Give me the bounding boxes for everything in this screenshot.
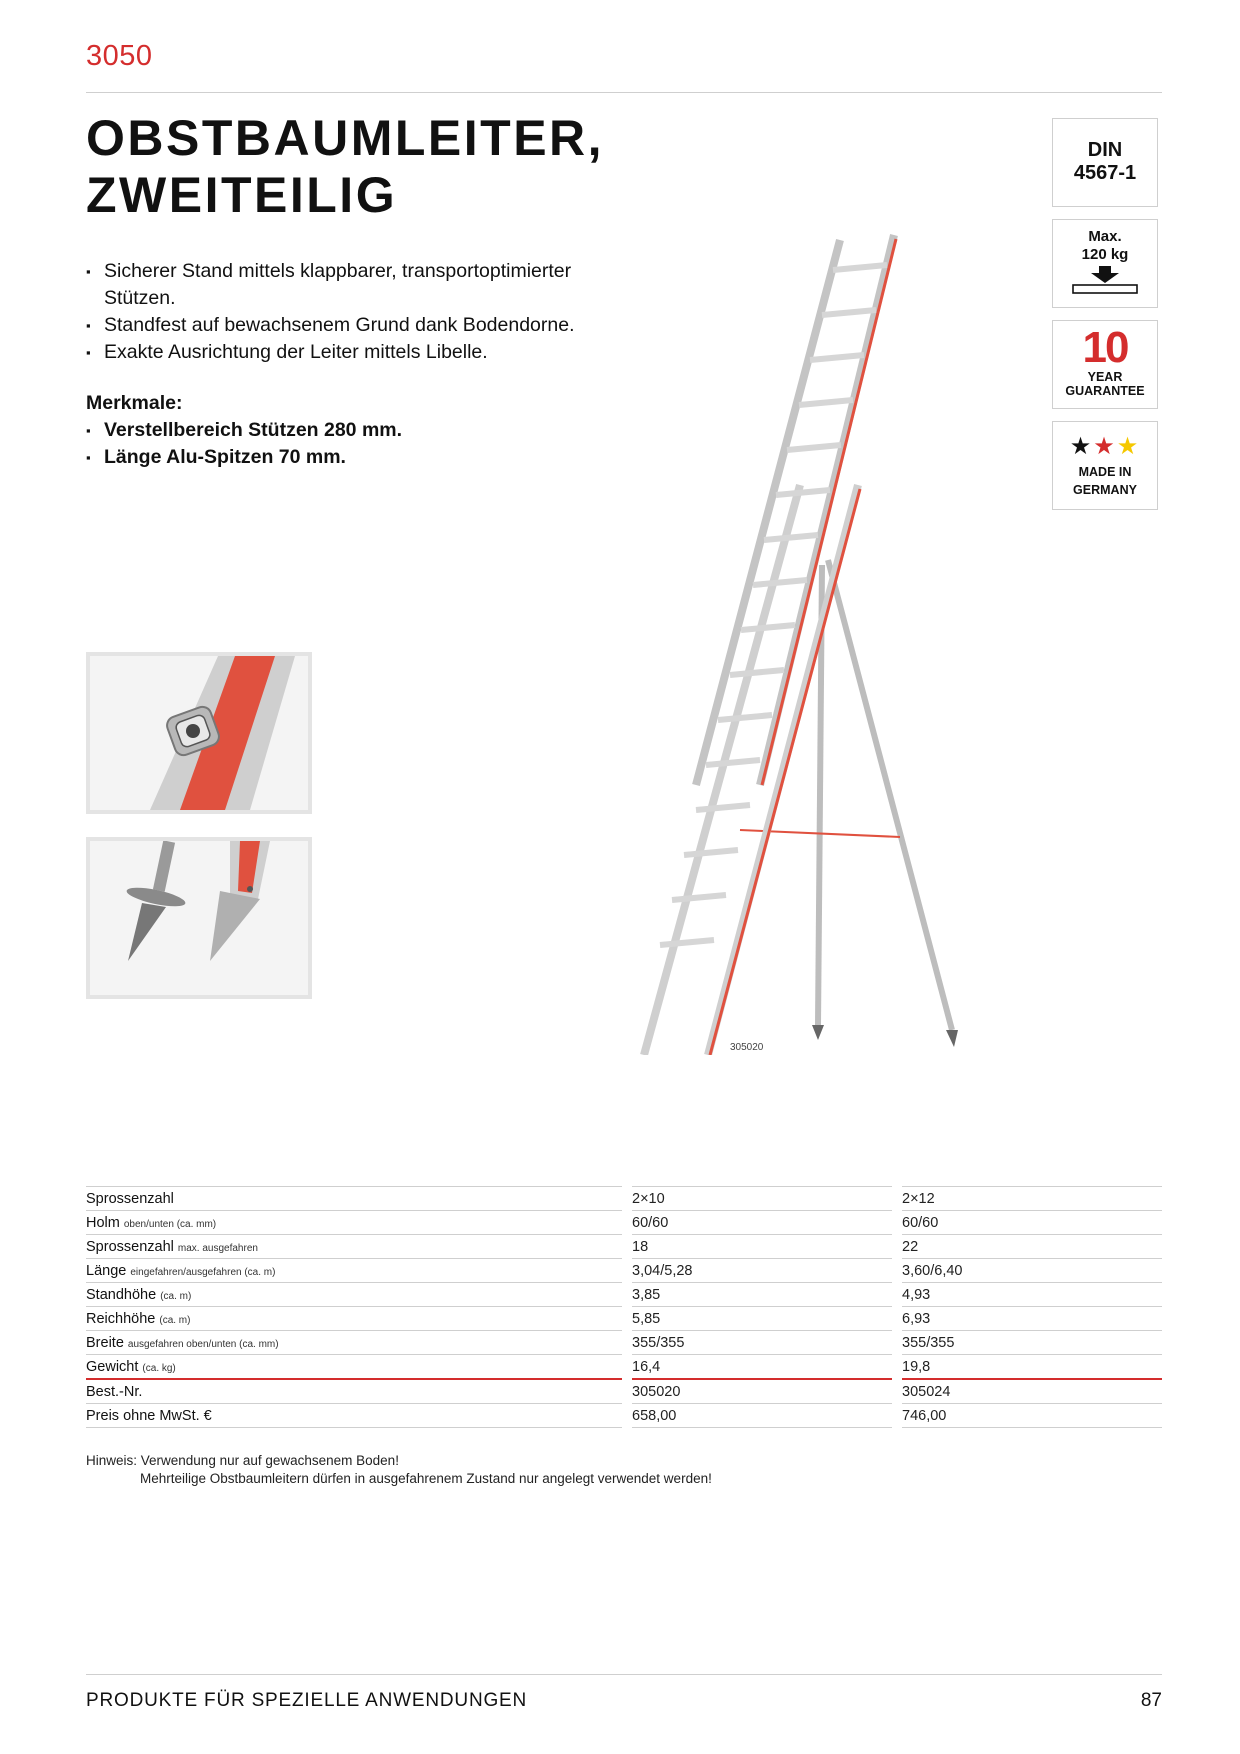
max-load-value: 120 kg xyxy=(1081,246,1129,263)
row-label: Reichhöhe xyxy=(86,1310,156,1327)
order-number-2: 305024 xyxy=(902,1378,1162,1404)
row-value-1: 3,85 xyxy=(632,1282,892,1307)
row-sublabel: oben/unten (ca. mm) xyxy=(123,1218,217,1230)
guarantee-number: 10 xyxy=(1082,323,1130,372)
feature-item: Sicherer Stand mittels klappbarer, trans… xyxy=(86,258,646,312)
germany-label: GERMANY xyxy=(1073,483,1137,497)
row-label: Gewicht xyxy=(86,1358,139,1375)
row-value-1: 355/355 xyxy=(632,1330,892,1355)
stars-icon: ★★★ xyxy=(1069,433,1141,460)
feature-item: Standfest auf bewachsenem Grund dank Bod… xyxy=(86,312,646,339)
row-value-2: 22 xyxy=(902,1234,1162,1259)
footer-section-title: PRODUKTE FÜR SPEZIELLE ANWENDUNGEN xyxy=(86,1690,528,1711)
row-label: Holm xyxy=(86,1214,120,1231)
row-sublabel: eingefahren/ausgefahren (ca. m) xyxy=(130,1266,276,1278)
price-row: Preis ohne MwSt. € 658,00 746,00 xyxy=(86,1403,1162,1428)
title-line-2: ZWEITEILIG xyxy=(86,167,398,223)
order-number-row: Best.-Nr. 305020 305024 xyxy=(86,1378,1162,1404)
header-value-1: 2×10 xyxy=(632,1186,892,1211)
title-line-1: OBSTBAUMLEITER, xyxy=(86,110,605,166)
top-divider xyxy=(86,92,1162,93)
row-value-1: 3,04/5,28 xyxy=(632,1258,892,1283)
product-image-caption: 305020 xyxy=(730,1042,764,1053)
row-value-2: 19,8 xyxy=(902,1354,1162,1379)
detail-image-level xyxy=(86,652,312,814)
specs-table: Sprossenzahl 2×10 2×12 Holm oben/unten (… xyxy=(86,1186,1162,1428)
row-value-1: 16,4 xyxy=(632,1354,892,1379)
guarantee-year: YEAR xyxy=(1087,370,1123,384)
row-value-1: 5,85 xyxy=(632,1306,892,1331)
table-row: Standhöhe (ca. m) 3,85 4,93 xyxy=(86,1282,1162,1307)
row-sublabel: (ca. m) xyxy=(159,1314,191,1326)
row-value-2: 3,60/6,40 xyxy=(902,1258,1162,1283)
price-2: 746,00 xyxy=(902,1403,1162,1428)
din-number: 4567-1 xyxy=(1073,162,1137,184)
load-arrow-icon xyxy=(1072,266,1138,294)
row-label: Standhöhe xyxy=(86,1286,157,1303)
feature-item: Exakte Ausrichtung der Leiter mittels Li… xyxy=(86,339,646,366)
feature-list: Sicherer Stand mittels klappbarer, trans… xyxy=(86,258,646,366)
page-title: OBSTBAUMLEITER, ZWEITEILIG xyxy=(86,110,706,224)
table-row: Gewicht (ca. kg) 16,4 19,8 xyxy=(86,1354,1162,1379)
ground-spike-icon xyxy=(90,841,308,995)
din-badge: DIN 4567-1 xyxy=(1052,118,1158,207)
row-value-1: 60/60 xyxy=(632,1210,892,1235)
row-label: Sprossenzahl xyxy=(86,1238,174,1255)
table-row: Länge eingefahren/ausgefahren (ca. m) 3,… xyxy=(86,1258,1162,1283)
row-label: Breite xyxy=(86,1334,124,1351)
table-header-row: Sprossenzahl 2×10 2×12 xyxy=(86,1186,1162,1211)
price-1: 658,00 xyxy=(632,1403,892,1428)
ladder-product-image xyxy=(640,234,958,1055)
row-value-1: 18 xyxy=(632,1234,892,1259)
guarantee-label: GUARANTEE xyxy=(1065,384,1145,398)
table-row: Reichhöhe (ca. m) 5,85 6,93 xyxy=(86,1306,1162,1331)
merkmale-section: Merkmale: Verstellbereich Stützen 280 mm… xyxy=(86,390,646,471)
footer-divider xyxy=(86,1674,1162,1675)
merkmale-item: Länge Alu-Spitzen 70 mm. xyxy=(86,444,646,471)
max-load-badge: Max. 120 kg xyxy=(1052,219,1158,308)
order-number-1: 305020 xyxy=(632,1378,892,1404)
row-sublabel: ausgefahren oben/unten (ca. mm) xyxy=(127,1338,279,1350)
hint-note: Hinweis: Verwendung nur auf gewachsenem … xyxy=(86,1452,986,1488)
table-row: Breite ausgefahren oben/unten (ca. mm) 3… xyxy=(86,1330,1162,1355)
row-value-2: 6,93 xyxy=(902,1306,1162,1331)
hint-line-1: Hinweis: Verwendung nur auf gewachsenem … xyxy=(86,1453,399,1468)
made-in-label: MADE IN xyxy=(1078,465,1132,479)
header-label: Sprossenzahl xyxy=(86,1186,622,1211)
row-value-2: 4,93 xyxy=(902,1282,1162,1307)
max-load-label: Max. xyxy=(1088,228,1122,245)
table-row: Holm oben/unten (ca. mm) 60/60 60/60 xyxy=(86,1210,1162,1235)
merkmale-heading: Merkmale: xyxy=(86,392,183,414)
merkmale-item: Verstellbereich Stützen 280 mm. xyxy=(86,417,646,444)
row-sublabel: max. ausgefahren xyxy=(177,1242,258,1254)
page-number: 87 xyxy=(1140,1690,1162,1711)
detail-image-spikes xyxy=(86,837,312,999)
row-sublabel: (ca. kg) xyxy=(142,1362,176,1374)
header-value-2: 2×12 xyxy=(902,1186,1162,1211)
product-code: 3050 xyxy=(86,40,153,72)
table-row: Sprossenzahl max. ausgefahren 18 22 xyxy=(86,1234,1162,1259)
din-label: DIN xyxy=(1087,139,1123,161)
hint-line-2: Mehrteilige Obstbaumleitern dürfen in au… xyxy=(140,1471,712,1486)
made-in-germany-badge: ★★★ MADE IN GERMANY xyxy=(1052,421,1158,510)
price-label: Preis ohne MwSt. € xyxy=(86,1403,622,1428)
row-label: Länge xyxy=(86,1262,127,1279)
order-label: Best.-Nr. xyxy=(86,1378,622,1404)
guarantee-badge: 10 YEAR GUARANTEE xyxy=(1052,320,1158,409)
spirit-level-icon xyxy=(90,656,308,810)
row-value-2: 60/60 xyxy=(902,1210,1162,1235)
row-value-2: 355/355 xyxy=(902,1330,1162,1355)
row-sublabel: (ca. m) xyxy=(160,1290,192,1302)
